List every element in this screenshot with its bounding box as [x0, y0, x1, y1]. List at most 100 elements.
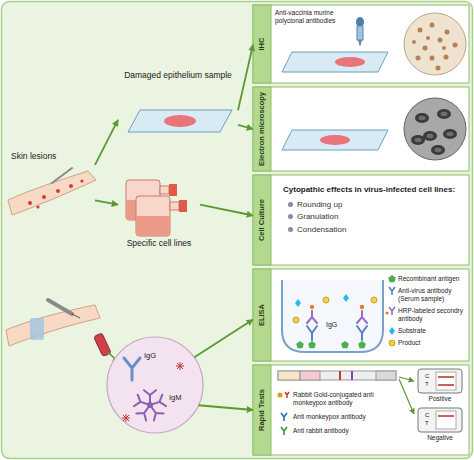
method-panels-part: [253, 87, 271, 171]
elisa-well-drawing-part: [358, 341, 366, 348]
antibody-circle-drawing-part: [134, 390, 166, 420]
lateral-flow-drawing-part: [278, 393, 283, 398]
lateral-flow-drawing-part: [339, 371, 341, 380]
lateral-flow-drawing-part: [300, 371, 320, 380]
flask-drawing-part: [170, 202, 179, 210]
lesion-arm-drawing-part: [69, 184, 73, 188]
label-text: T: [425, 381, 433, 388]
elisa-key-icons: [385, 275, 395, 346]
method-panels-part: [253, 5, 469, 83]
ihc-drawing-part: [444, 55, 449, 60]
blood-draw-drawing-part: [6, 305, 100, 346]
lesion-arm-drawing-part: [56, 189, 60, 193]
ihc-drawing-part: [418, 28, 423, 33]
lateral-flow-drawing-part: [438, 415, 454, 417]
antibody-circle-drawing-part: [107, 337, 203, 433]
lateral-flow-drawing-part: [281, 413, 287, 421]
method-tab-label: ELISA: [258, 271, 267, 359]
ihc-panel: IHCAnti-vaccinia murine polyclonal antib…: [253, 5, 469, 83]
elisa-well-drawing-part: [371, 297, 377, 303]
method-tab-label: Rapid Tests: [258, 367, 267, 453]
method-tab-label: Cell Culture: [258, 177, 267, 263]
lesion-arm-drawing: [8, 168, 96, 215]
bullet-dot: [288, 214, 293, 219]
electron-micrograph-drawing-part: [415, 138, 422, 142]
electron-micrograph-drawing-part: [437, 109, 451, 119]
lateral-flow-drawing-part: [418, 369, 462, 393]
elisa-key-icons-part: [388, 275, 396, 282]
electron-micrograph-drawing-part: [427, 134, 434, 138]
label-text: Anti monkeypox antibody: [293, 413, 398, 421]
list-item: Rounding up: [297, 200, 447, 210]
ihc-drawing-part: [438, 38, 443, 43]
blood-draw-drawing: [6, 300, 118, 362]
label-text: Cytopathic effects in virus-infected cel…: [283, 185, 463, 195]
lateral-flow-drawing-part: [281, 427, 287, 435]
method-panels-part: [253, 175, 469, 265]
flask-drawing-part: [136, 196, 170, 236]
electron-micrograph-drawing-part: [415, 113, 429, 123]
electron-micrograph-drawing-part: [404, 98, 466, 160]
label-text: Anti-vaccinia murine polyclonal antibodi…: [275, 9, 355, 25]
sample-slide: Damaged epithelium sample: [118, 68, 238, 142]
method-panels-part: [253, 269, 469, 361]
ihc-drawing-part: [430, 56, 435, 61]
elisa-key-icons-part: [385, 311, 388, 314]
elisa-key-icons-part: [389, 307, 395, 315]
method-panels-part: [253, 365, 271, 455]
ihc-drawing-part: [442, 46, 446, 50]
lateral-flow-drawing-part: [436, 372, 456, 390]
flow-arrow: [198, 405, 253, 410]
electron-micrograph-drawing-part: [411, 135, 425, 145]
label-text: IgM: [169, 393, 191, 402]
lateral-flow-drawing-part: [399, 379, 414, 414]
elisa-panel: ELISAIgGRecombinant antigenAnti-virus an…: [253, 269, 469, 361]
label-text: C: [425, 373, 433, 380]
list-item: Granulation: [297, 212, 447, 222]
lateral-flow-drawing-part: [285, 392, 289, 398]
elisa-well-drawing-part: [360, 305, 364, 309]
elisa-well-drawing-part: [308, 341, 316, 348]
antibody-circle-drawing-part: [176, 362, 184, 370]
lateral-flow-drawing-part: [278, 371, 396, 380]
lateral-flow-drawing-part: [438, 384, 454, 386]
lateral-flow-drawing: [278, 369, 463, 435]
electron-micrograph-drawing-part: [441, 112, 448, 116]
cell-culture-panel: Cell Culture Cytopathic effects in virus-…: [253, 175, 469, 265]
antibody-circle: IgG IgM: [107, 337, 203, 433]
lateral-flow-drawing-part: [436, 411, 456, 429]
lesion-arm-drawing-part: [42, 195, 46, 199]
lateral-flow-drawing-part: [418, 408, 462, 432]
ihc-drawing-part: [358, 40, 362, 47]
lesion-arm-drawing-part: [8, 171, 96, 215]
elisa-well-drawing-part: [310, 305, 314, 309]
label-text: Rabbit Gold-conjugated anti monkeypox an…: [293, 391, 398, 407]
lateral-flow-drawing-part: [351, 371, 353, 380]
method-tab-label: Electron microscopy: [258, 89, 267, 169]
ihc-drawing-part: [412, 40, 416, 44]
rapid-tests-panel: Rapid Tests Rabbit Gold-conjugated anti m…: [253, 365, 469, 455]
label-text: Specific cell lines: [118, 238, 200, 248]
glass-slide-drawing-part: [164, 115, 196, 127]
ihc-drawing-part: [436, 66, 441, 71]
label-text: IgG: [144, 351, 164, 360]
label-text: Substrate: [398, 327, 467, 335]
elisa-well-drawing-part: [282, 280, 383, 352]
electron-micrograph-drawing-part: [447, 132, 454, 136]
label-text: Negative: [418, 434, 462, 442]
ihc-drawing-part: [426, 36, 430, 40]
method-panels-part: [253, 365, 469, 455]
ihc-drawing-part: [404, 13, 466, 75]
elisa-well-drawing-part: [343, 294, 349, 302]
ihc-drawing-part: [335, 57, 365, 67]
cell-flasks: Specific cell lines: [118, 168, 200, 262]
antibody-circle-drawing-part: [124, 358, 140, 380]
label-text: T: [425, 420, 433, 427]
method-panels-part: [253, 175, 271, 265]
electron-micrograph-drawing-part: [443, 129, 457, 139]
ihc-drawing-part: [445, 30, 450, 35]
electron-microscopy-panel: Electron microscopy: [253, 87, 469, 171]
